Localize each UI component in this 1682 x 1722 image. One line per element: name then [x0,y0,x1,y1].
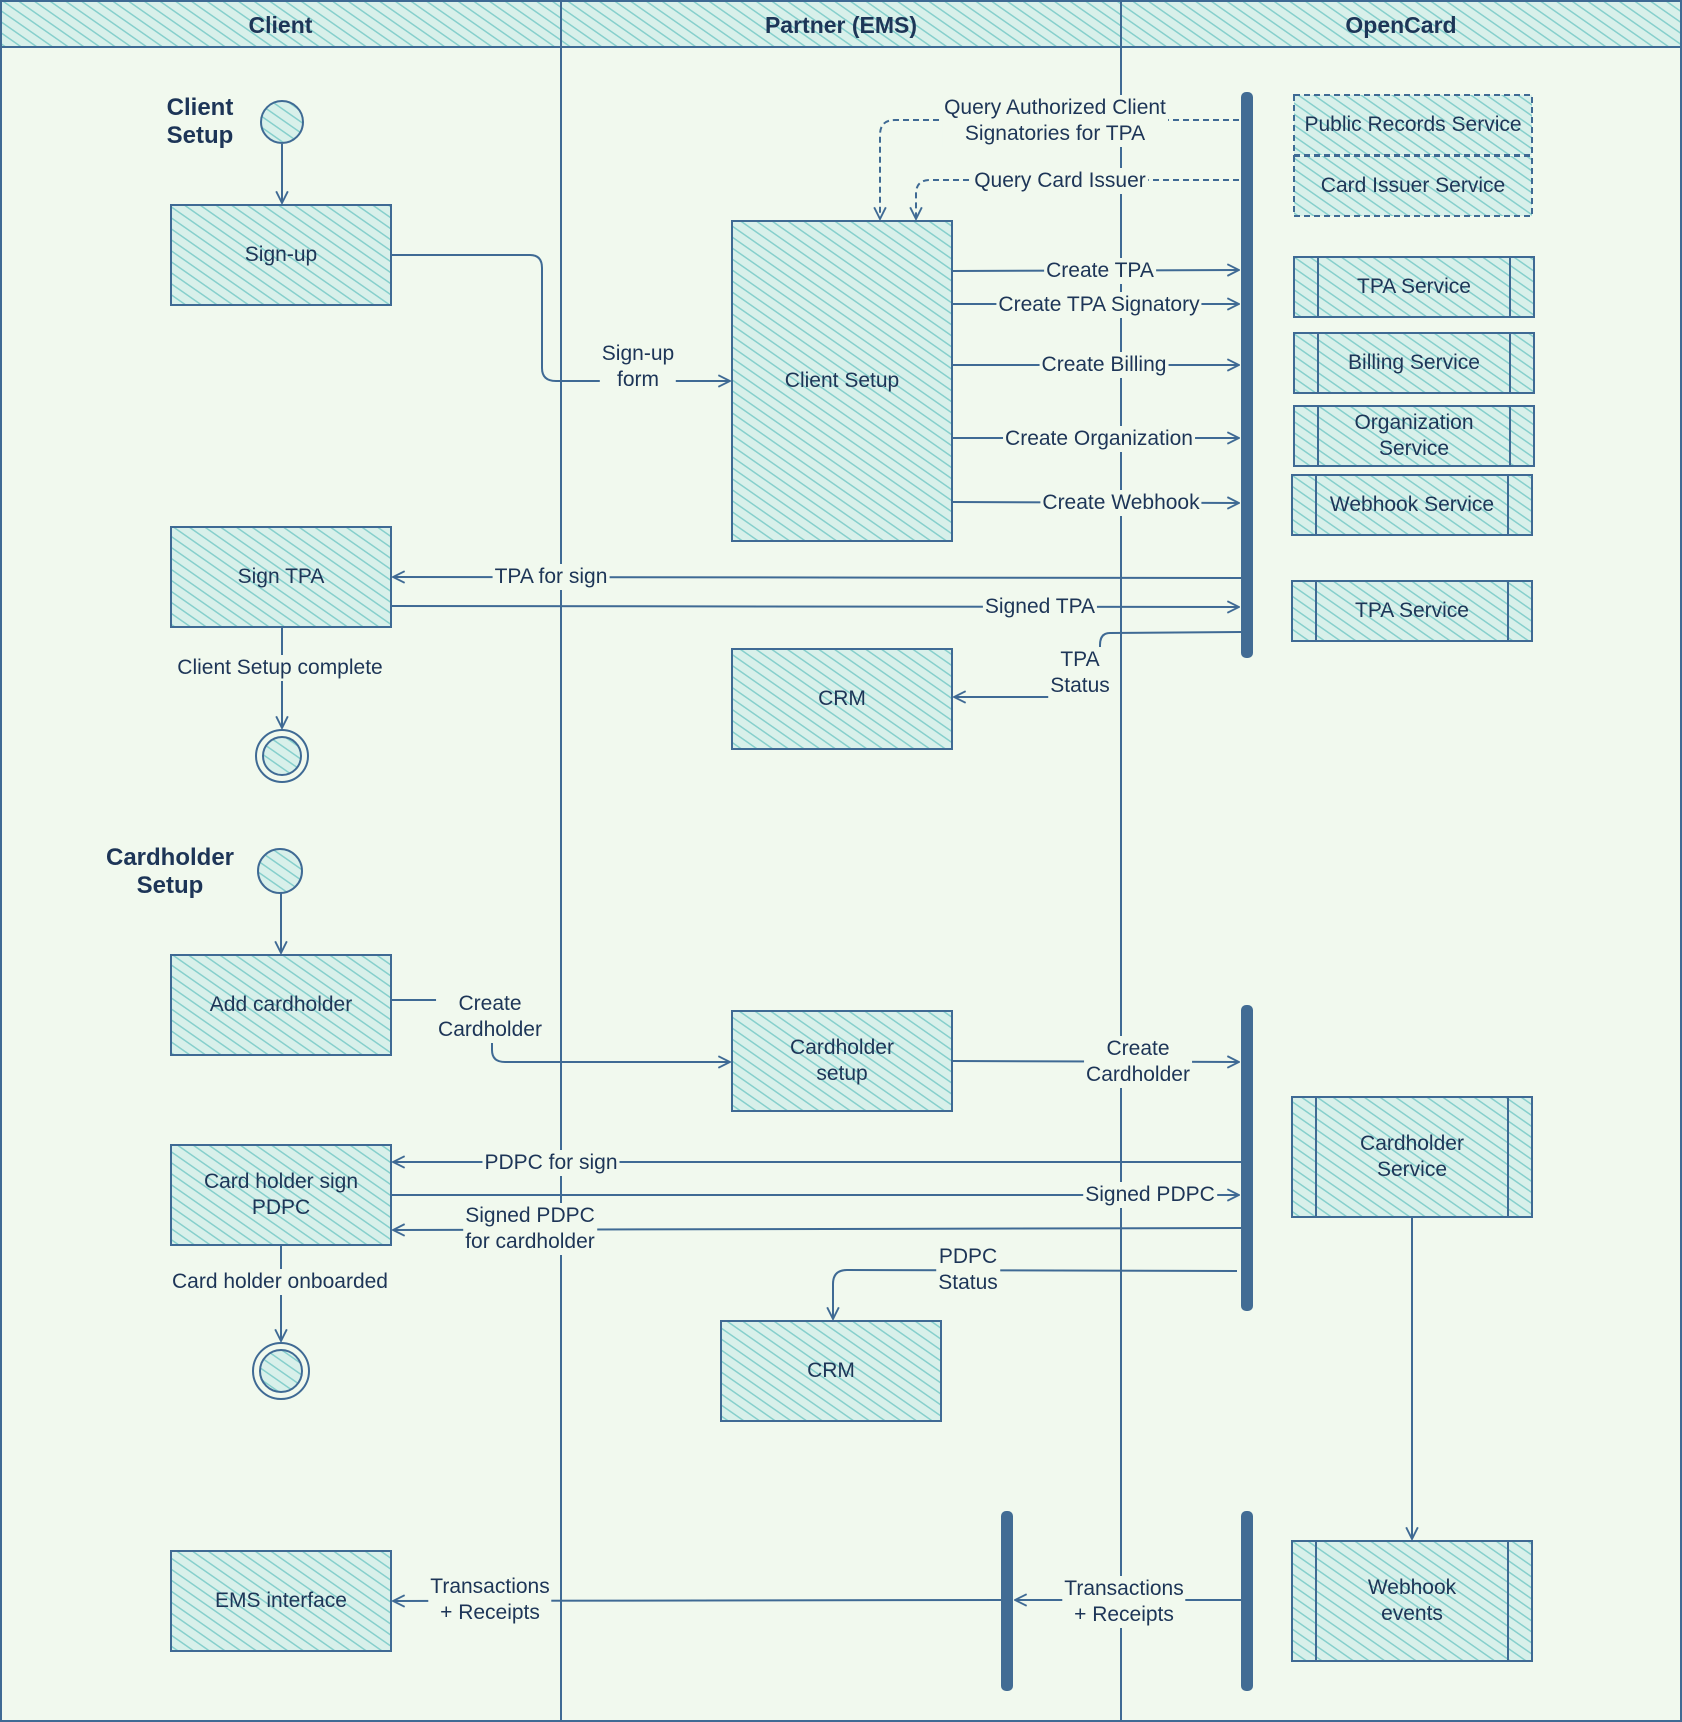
start-node-client-setup [260,100,304,144]
edge-pdpc-status [833,1268,1238,1319]
card-holder-sign-pdpc-box [170,1144,392,1246]
edge-label-create-cardholder-2: Create Cardholder [1084,1036,1192,1088]
webhook-events: Webhook events [1367,1576,1457,1625]
lane-header-band [0,0,1682,48]
signup-node: Sign-up [244,243,318,266]
signup-box [170,204,392,306]
card-issuer-service: Card Issuer Service [1320,174,1506,197]
public-records-service-box [1293,94,1533,156]
join-bar-opencard-1 [1241,92,1253,658]
start-node-cardholder-setup [257,848,303,894]
edge-label-tpa-for-sign: TPA for sign [492,564,610,590]
edge-label-tpa-status: TPA Status [1048,647,1112,699]
section-title-client-setup: Client Setup [166,94,234,149]
edge-label-pdpc-status: PDPC Status [936,1244,1000,1296]
crm-box-1 [731,648,953,750]
edge-label-create-organization: Create Organization [1003,426,1195,452]
billing-service: Billing Service [1348,351,1480,374]
lane-header-partner: Partner (EMS) [764,12,918,38]
crm-box-2 [720,1320,942,1422]
organization-service: Organization Service [1354,411,1474,460]
card-issuer-service-box [1293,155,1533,217]
join-bar-opencard-3 [1241,1511,1253,1691]
ems-interface-node: EMS interface [215,1589,347,1612]
edge-label-create-tpa-signatory: Create TPA Signatory [996,292,1202,318]
edge-label-signed-pdpc: Signed PDPC [1083,1182,1217,1208]
webhook-service: Webhook Service [1329,493,1495,516]
organization-service-box [1293,405,1535,467]
edge-signup-to-client-setup [391,254,730,381]
add-cardholder-node: Add cardholder [209,993,353,1016]
billing-service-box [1293,332,1535,394]
join-bar-opencard-2 [1241,1005,1253,1311]
cardholder-setup-node: Cardholder setup [790,1036,894,1085]
edge-label-query-card-issuer: Query Card Issuer [972,168,1148,194]
edge-label-signup-form: Sign-up form [599,341,677,393]
ems-interface-box [170,1550,392,1652]
lane-header-client: Client [248,12,313,38]
cardholder-service: Cardholder Service [1360,1132,1464,1181]
edge-query-signatories [880,119,1239,219]
add-cardholder-box [170,954,392,1056]
tpa-service-box-1 [1293,256,1535,318]
edge-label-create-cardholder-1: Create Cardholder [436,991,544,1043]
edge-label-signed-tpa: Signed TPA [982,594,1098,620]
edge-label-signed-pdpc-for-cardholder: Signed PDPC for cardholder [463,1203,597,1255]
public-records-service: Public Records Service [1304,113,1522,136]
edge-label-create-billing: Create Billing [1039,352,1169,378]
edge-label-card-holder-onboarded: Card holder onboarded [170,1269,390,1295]
client-setup-box [731,220,953,542]
sign-tpa-node: Sign TPA [237,565,325,588]
edge-label-create-tpa: Create TPA [1044,258,1156,284]
join-bar-partner [1001,1511,1013,1691]
webhook-events-box [1291,1540,1533,1662]
cardholder-service-box [1291,1096,1533,1218]
end-node-cardholder-setup [252,1342,310,1400]
edge-label-transactions-2: Transactions + Receipts [1062,1576,1186,1628]
edge-signed-tpa [390,606,1239,607]
edge-query-card-issuer [916,179,1239,219]
tpa-service-2: TPA Service [1355,599,1469,622]
end-node-client-setup [255,729,309,783]
section-title-cardholder-setup: Cardholder Setup [105,844,235,899]
webhook-service-box [1291,474,1533,536]
edge-label-create-webhook: Create Webhook [1040,490,1202,516]
edge-label-pdpc-for-sign: PDPC for sign [482,1150,620,1176]
edge-label-client-setup-complete: Client Setup complete [175,655,385,681]
edge-label-query-signatories: Query Authorized Client Signatories for … [942,95,1168,147]
crm-node-2: CRM [807,1359,855,1382]
client-setup-node: Client Setup [784,369,900,392]
tpa-service-box-2 [1291,580,1533,642]
sign-tpa-box [170,526,392,628]
lane-header-opencard: OpenCard [1345,12,1457,38]
edge-label-transactions-1: Transactions + Receipts [428,1574,552,1626]
card-holder-sign-pdpc-node: Card holder sign PDPC [203,1170,359,1219]
crm-node-1: CRM [818,687,866,710]
tpa-service-1: TPA Service [1357,275,1471,298]
